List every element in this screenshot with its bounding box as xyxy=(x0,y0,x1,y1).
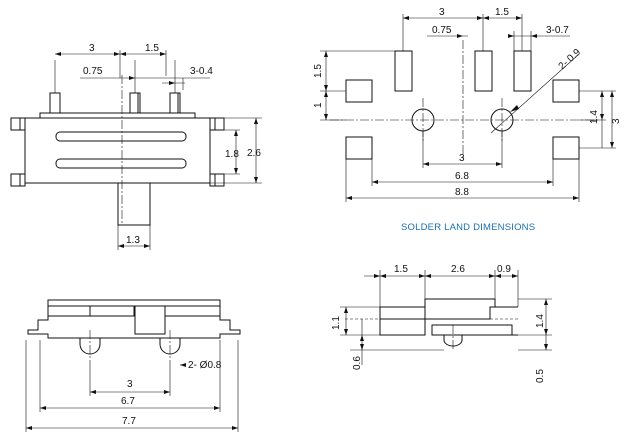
boss-pitch-label: 3 xyxy=(127,379,133,390)
front-spacing-label: 1.5 xyxy=(145,43,159,54)
side-d2-label: 2.6 xyxy=(451,264,465,275)
bottom-body xyxy=(27,299,241,339)
mount-pad-top-right xyxy=(552,79,580,103)
front-view: 3 1.5 0.75 3-0.4 1.8 2.6 1.3 xyxy=(10,43,262,250)
side-standoff-label: 0.6 xyxy=(352,356,363,370)
land-inner-span-label: 6.8 xyxy=(455,171,469,182)
overall-length-label: 7.7 xyxy=(122,416,136,427)
solder-land-caption: SOLDER LAND DIMENSIONS xyxy=(401,222,535,233)
front-pitch-label: 3 xyxy=(89,43,95,54)
actuator xyxy=(117,182,151,226)
boss-dia-label: 2- Ø0.8 xyxy=(188,360,222,371)
left-bottom-tab xyxy=(10,173,26,187)
switch-body xyxy=(24,117,211,184)
mount-pad-top-left xyxy=(345,79,373,103)
land-hole-pitch-label: 3 xyxy=(459,153,465,164)
pin-left xyxy=(49,92,61,114)
side-body-base xyxy=(431,324,513,336)
bottom-actuator xyxy=(89,305,135,317)
mount-pad-bottom-left xyxy=(345,136,373,160)
front-height-label: 2.6 xyxy=(247,148,261,159)
front-pin-width-label: 3-0.4 xyxy=(190,66,213,77)
pad-1 xyxy=(394,50,413,92)
land-spacing-label: 1.5 xyxy=(495,7,509,18)
pad-3 xyxy=(513,50,532,92)
land-pitch-label: 3 xyxy=(439,7,445,18)
side-d3-label: 0.9 xyxy=(497,264,511,275)
body-length-label: 6.7 xyxy=(121,396,135,407)
front-body-height-label: 1.8 xyxy=(225,149,239,160)
land-mount-span-label: 3 xyxy=(611,118,622,124)
actuator-width-label: 1.3 xyxy=(126,235,140,246)
land-pad-width-label: 3-0.7 xyxy=(546,25,569,36)
side-view: 1.5 2.6 0.9 1.1 0.6 1.4 0.5 xyxy=(331,264,552,383)
slot-upper xyxy=(55,131,187,142)
top-rim xyxy=(39,112,196,119)
land-offset-label: 0.75 xyxy=(432,25,452,36)
land-pad-length-label: 1.5 xyxy=(313,64,324,78)
bottom-view: 2- Ø0.8 3 6.7 7.7 xyxy=(25,299,241,432)
right-top-tab xyxy=(209,117,225,131)
pad-2 xyxy=(474,50,493,92)
side-d1-label: 1.5 xyxy=(394,264,408,275)
mount-pad-bottom-right xyxy=(552,136,580,160)
land-outer-span-label: 8.8 xyxy=(455,187,469,198)
side-body-top xyxy=(424,298,496,320)
side-total-height-label: 1.4 xyxy=(535,314,546,328)
side-foot-label: 0.5 xyxy=(535,369,546,383)
slot-lower xyxy=(55,158,187,169)
side-actuator xyxy=(379,306,426,336)
right-bottom-tab xyxy=(209,173,225,187)
land-mount-offset-label: 1.4 xyxy=(589,110,600,124)
solder-land-view: 3 1.5 0.75 3-0.7 1.5 1 2- 0.9 1.4 3 3 6.… xyxy=(313,7,622,233)
land-hole-dia-label: 2- 0.9 xyxy=(557,47,584,73)
bottom-slider xyxy=(134,305,166,335)
front-offset-label: 0.75 xyxy=(83,66,103,77)
side-height-label: 1.1 xyxy=(331,316,342,330)
left-top-tab xyxy=(10,117,26,131)
land-row-offset-label: 1 xyxy=(313,102,324,108)
